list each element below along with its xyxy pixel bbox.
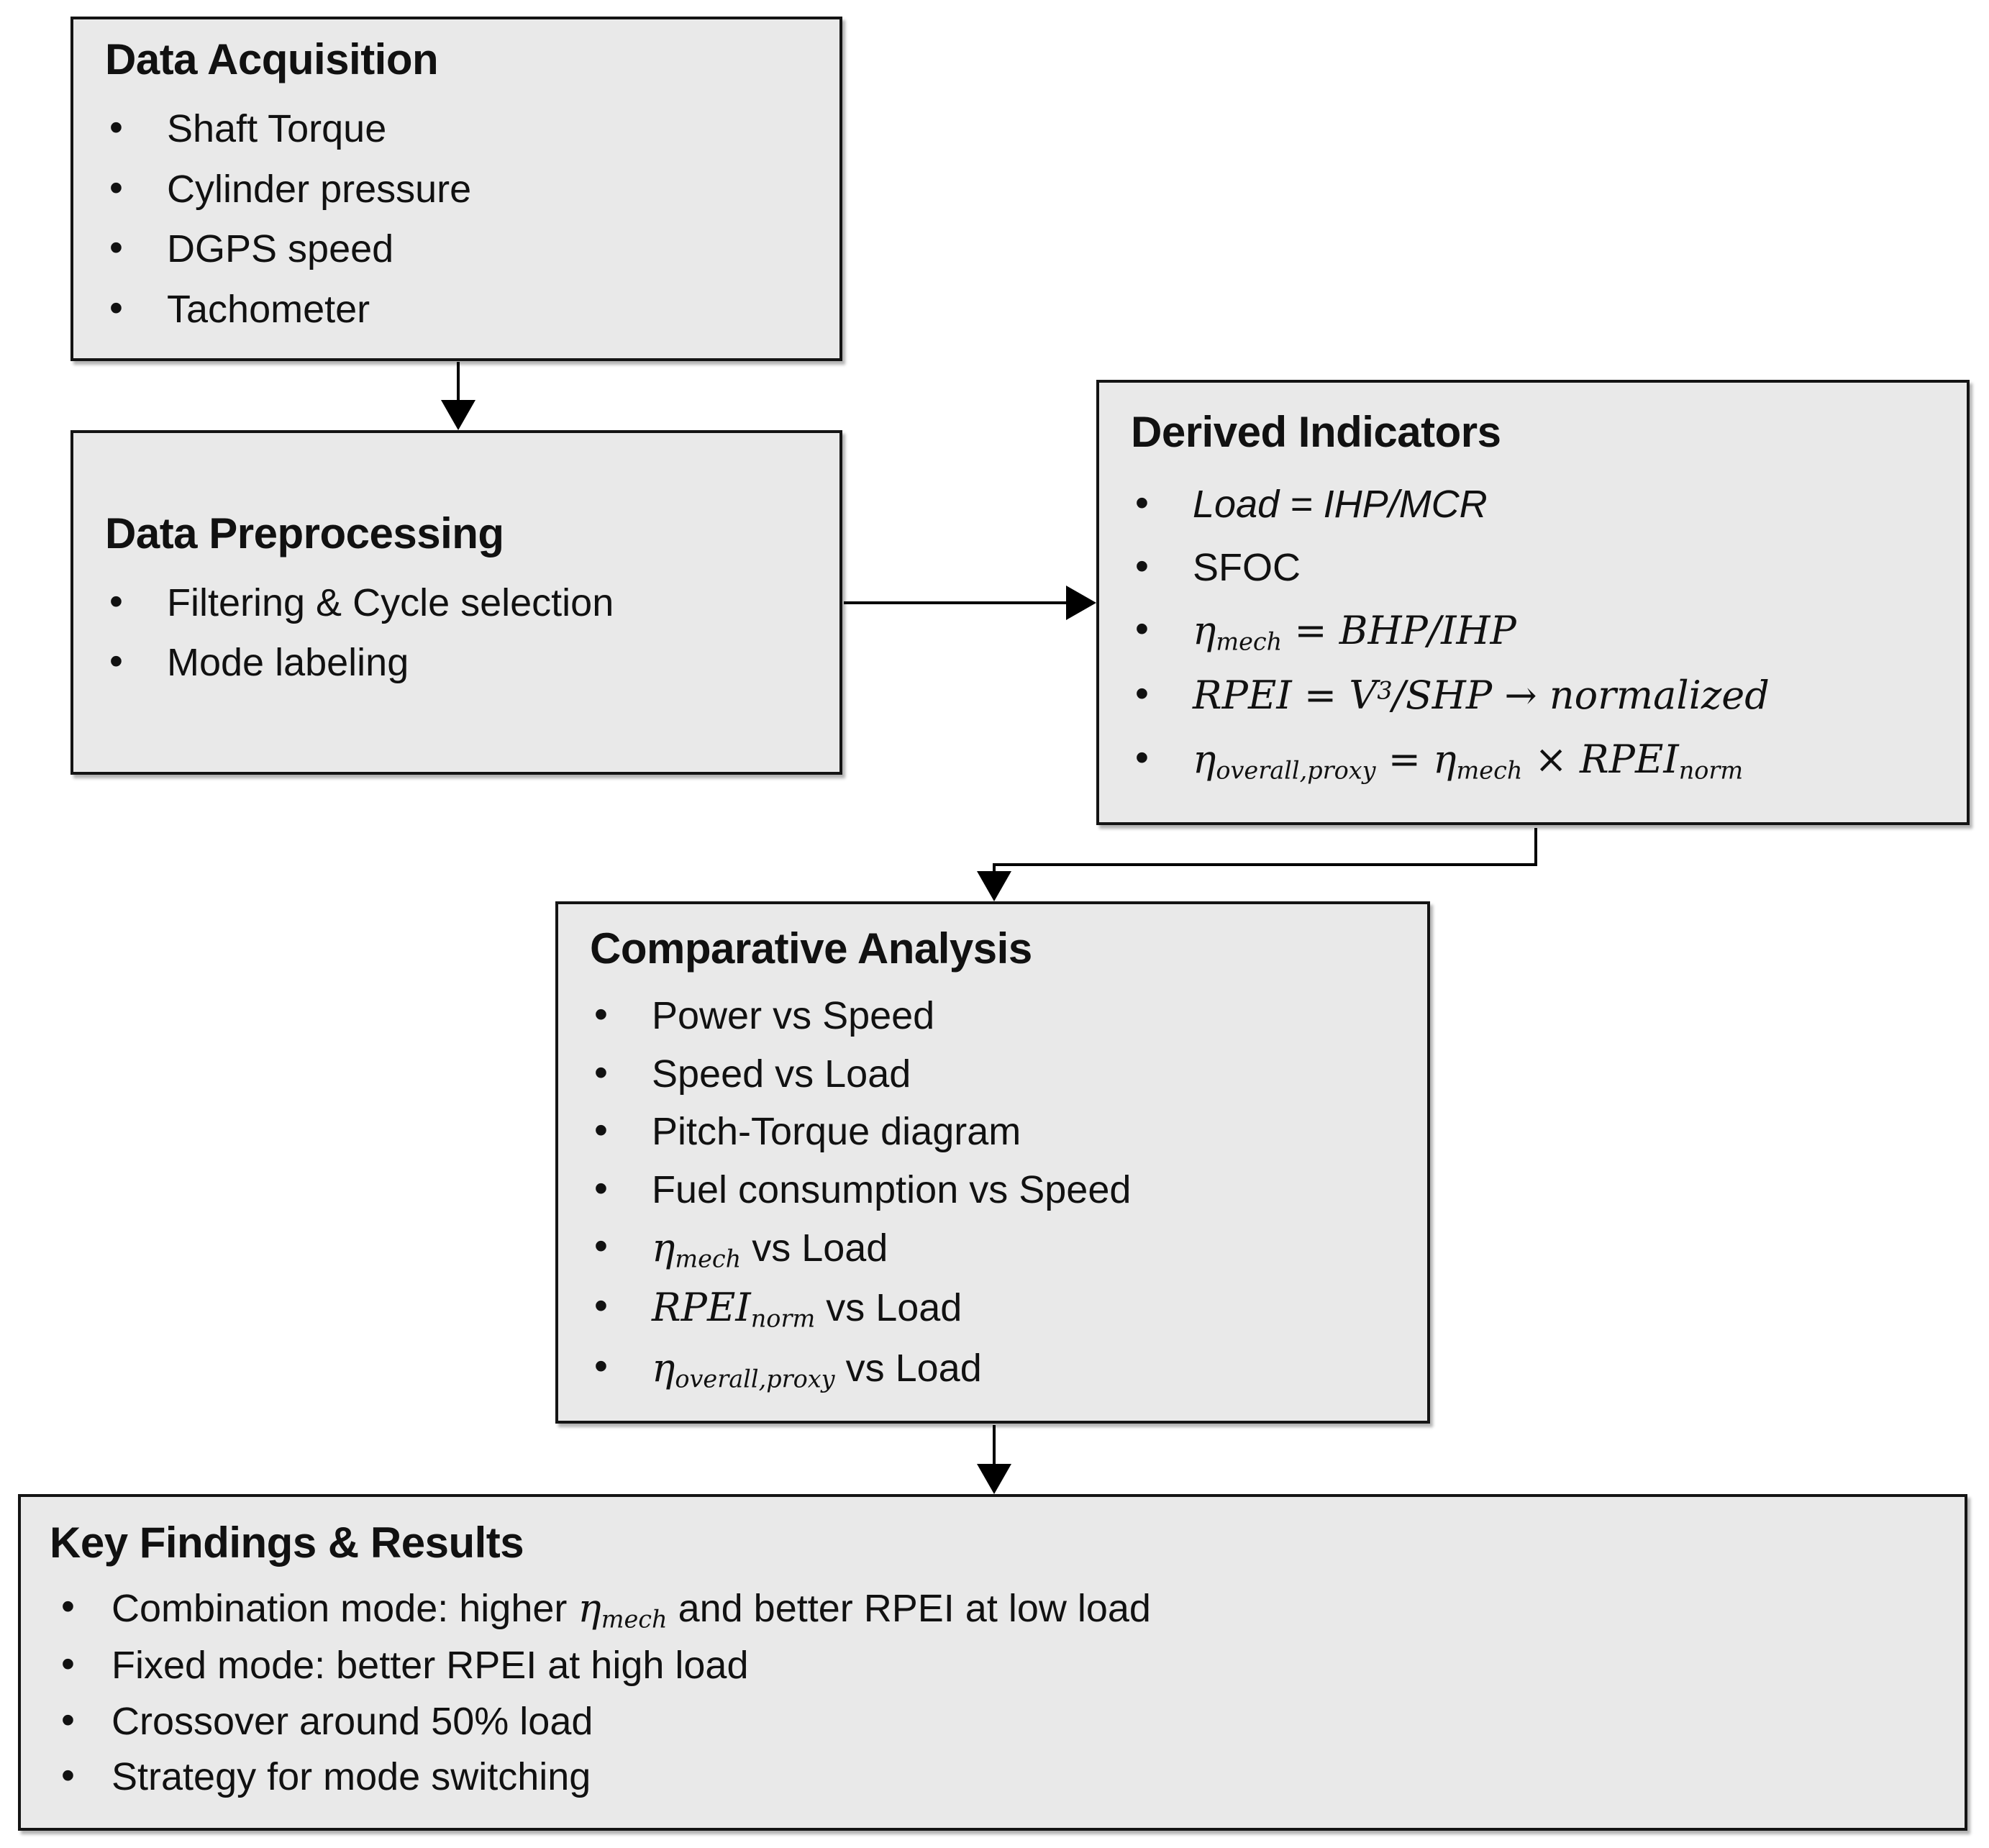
list-item: Tachometer — [105, 284, 808, 334]
arrow-down-icon — [441, 400, 475, 430]
text-segment: Fuel consumption vs Speed — [652, 1167, 1132, 1211]
text-segment: norm — [750, 1304, 816, 1333]
list-item: Fixed mode: better RPEI at high load — [50, 1640, 1933, 1690]
arrow-right-icon — [1066, 586, 1096, 620]
list-item: ηmech = BHP/IHP — [1131, 605, 1935, 657]
data-preprocessing-box: Data Preprocessing Filtering & Cycle sel… — [70, 430, 842, 775]
text-segment: η — [1433, 736, 1457, 782]
text-segment: Shaft Torque — [167, 107, 387, 150]
list-item: Fuel consumption vs Speed — [590, 1165, 1396, 1215]
list-item: Load = IHP/MCR — [1131, 479, 1935, 529]
text-segment: Combination mode: higher — [111, 1587, 578, 1631]
list-item: Mode labeling — [105, 637, 808, 688]
text-segment: = BHP/IHP — [1282, 608, 1516, 654]
list-item: Power vs Speed — [590, 991, 1396, 1041]
list-item: ηmech vs Load — [590, 1222, 1396, 1274]
connector-derived-elbow-vertical — [1534, 828, 1537, 866]
text-segment: vs Load — [834, 1346, 982, 1390]
comparative-analysis-box: Comparative Analysis Power vs Speed Spee… — [555, 901, 1430, 1424]
text-segment: Power vs Speed — [652, 994, 935, 1038]
connector-derived-elbow-horizontal — [993, 863, 1537, 866]
text-segment: η — [578, 1585, 601, 1631]
key-findings-box: Key Findings & Results Combination mode:… — [18, 1494, 1967, 1831]
text-segment: RPEI — [652, 1285, 751, 1331]
text-segment: SFOC — [1193, 545, 1301, 589]
list-item: Pitch-Torque diagram — [590, 1106, 1396, 1157]
text-segment: η — [652, 1225, 675, 1271]
data-preprocessing-list: Filtering & Cycle selection Mode labelin… — [105, 568, 808, 699]
list-item: Combination mode: higher ηmech and bette… — [50, 1583, 1933, 1634]
text-segment: 3 — [1377, 676, 1393, 705]
text-segment: norm — [1678, 756, 1744, 785]
list-item: Shaft Torque — [105, 104, 808, 154]
connector-comparative-to-findings — [993, 1425, 996, 1467]
text-segment: overall,proxy — [1216, 756, 1376, 785]
text-segment: Fixed mode: better RPEI at high load — [111, 1644, 749, 1688]
list-item: ηoverall,proxy = ηmech × RPEInorm — [1131, 734, 1935, 786]
text-segment: Strategy for mode switching — [111, 1755, 591, 1799]
list-item: Speed vs Load — [590, 1049, 1396, 1099]
text-segment: RPEI = V — [1193, 673, 1378, 719]
derived-indicators-title: Derived Indicators — [1131, 408, 1501, 457]
key-findings-title: Key Findings & Results — [50, 1519, 524, 1567]
text-segment: mech — [1456, 756, 1523, 785]
list-item: Crossover around 50% load — [50, 1696, 1933, 1747]
text-segment: overall,proxy — [675, 1364, 835, 1393]
list-item: RPEI = V3/SHP → normalized — [1131, 670, 1935, 721]
text-segment: /SHP → normalized — [1392, 673, 1770, 719]
text-segment: Pitch-Torque diagram — [652, 1110, 1021, 1154]
list-item: SFOC — [1131, 542, 1935, 593]
text-segment: mech — [1216, 627, 1283, 656]
data-preprocessing-title: Data Preprocessing — [105, 509, 504, 557]
text-segment: vs Load — [815, 1286, 962, 1330]
list-item: Filtering & Cycle selection — [105, 578, 808, 628]
text-segment: Cylinder pressure — [167, 167, 472, 211]
text-segment: mech — [601, 1605, 668, 1634]
text-segment: Mode labeling — [167, 641, 409, 684]
text-segment: = — [1375, 736, 1434, 782]
text-segment: vs Load — [741, 1226, 888, 1270]
text-segment: DGPS speed — [167, 227, 394, 270]
text-segment: and better RPEI at low load — [667, 1587, 1151, 1631]
text-segment: × — [1522, 736, 1580, 782]
connector-acquisition-to-preprocessing — [457, 362, 460, 404]
arrow-down-icon — [977, 871, 1011, 901]
list-item: Strategy for mode switching — [50, 1752, 1933, 1802]
arrow-down-icon — [977, 1464, 1011, 1494]
text-segment: mech — [675, 1244, 742, 1273]
list-item: RPEInorm vs Load — [590, 1282, 1396, 1334]
connector-preprocessing-to-derived — [844, 601, 1068, 604]
comparative-analysis-title: Comparative Analysis — [590, 924, 1032, 973]
text-segment: Speed vs Load — [652, 1052, 911, 1096]
derived-indicators-list: Load = IHP/MCR SFOC ηmech = BHP/IHP RPEI… — [1131, 466, 1935, 800]
comparative-analysis-list: Power vs Speed Speed vs Load Pitch-Torqu… — [590, 983, 1396, 1403]
connector-derived-to-comparative — [993, 865, 996, 875]
text-segment: Load = IHP/MCR — [1193, 483, 1488, 527]
list-item: ηoverall,proxy vs Load — [590, 1342, 1396, 1394]
text-segment: η — [652, 1344, 675, 1390]
text-segment: RPEI — [1579, 736, 1679, 782]
text-segment: Tachometer — [167, 287, 370, 331]
text-segment: Crossover around 50% load — [111, 1699, 593, 1743]
derived-indicators-box: Derived Indicators Load = IHP/MCR SFOC η… — [1096, 380, 1970, 825]
text-segment: Filtering & Cycle selection — [167, 581, 614, 624]
data-acquisition-box: Data Acquisition Shaft Torque Cylinder p… — [70, 17, 842, 361]
list-item: DGPS speed — [105, 224, 808, 274]
key-findings-list: Combination mode: higher ηmech and bette… — [50, 1577, 1933, 1809]
list-item: Cylinder pressure — [105, 164, 808, 214]
data-acquisition-title: Data Acquisition — [105, 35, 439, 83]
text-segment: η — [1193, 608, 1216, 654]
text-segment: η — [1193, 736, 1216, 782]
data-acquisition-list: Shaft Torque Cylinder pressure DGPS spee… — [105, 94, 808, 345]
